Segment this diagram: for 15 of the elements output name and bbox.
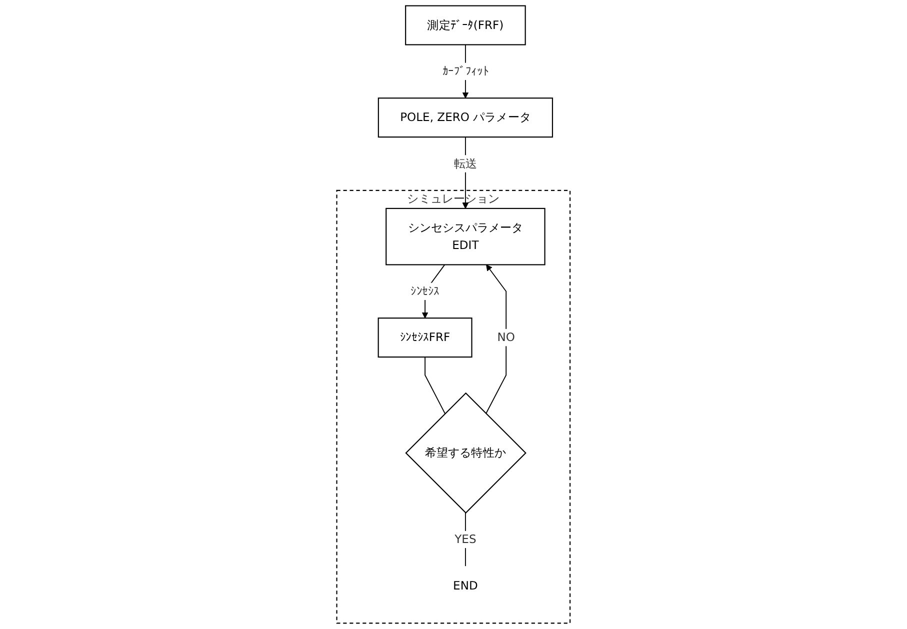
- node-diamond: 希望する特性か: [405, 392, 527, 514]
- arrow: [486, 264, 507, 414]
- node-box: POLE, ZERO パラメータ: [378, 98, 554, 138]
- edge-label: YES: [454, 532, 476, 546]
- edge-label: NO: [497, 330, 516, 344]
- node-box: 測定ﾃﾞｰﾀ(FRF): [405, 5, 526, 46]
- connector: [424, 356, 446, 414]
- node-box: ｼﾝｾｼｽFRF: [378, 318, 472, 358]
- node-text: END: [453, 578, 478, 592]
- edge-label: ｼﾝｾｼｽ: [410, 284, 440, 298]
- edge-label: ｶｰﾌﾞﾌｨｯﾄ: [442, 64, 489, 78]
- connector: [465, 512, 466, 567]
- node-box: シンセシスパラメータ EDIT: [386, 208, 546, 266]
- edge-label: 転送: [454, 156, 478, 170]
- arrow: [462, 136, 469, 209]
